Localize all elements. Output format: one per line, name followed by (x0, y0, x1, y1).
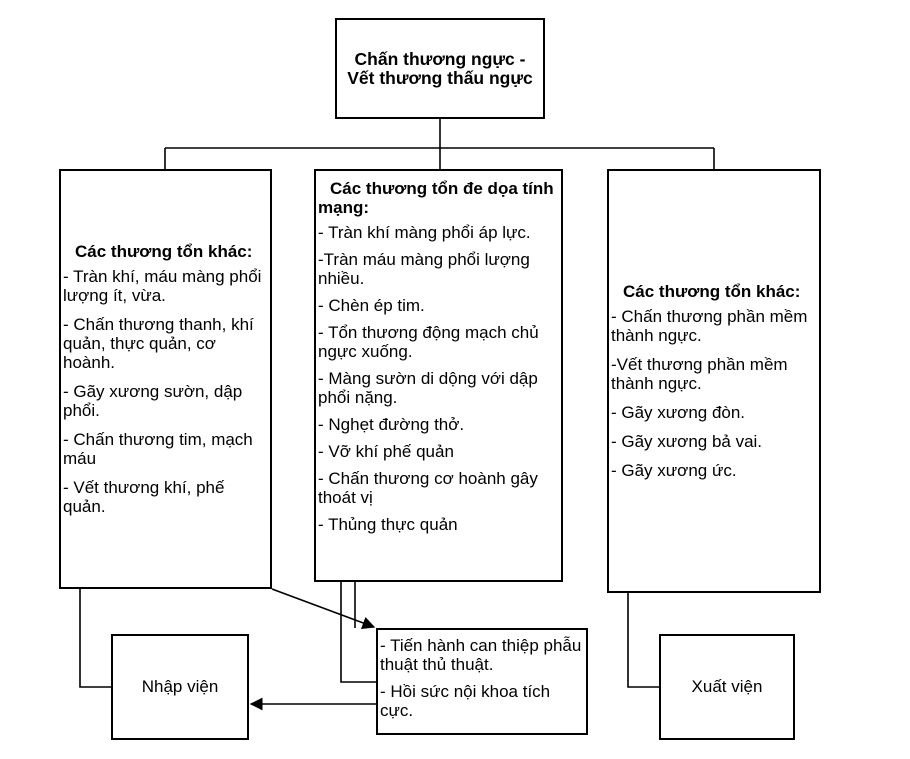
right-item: - Gãy xương bả vai. (611, 432, 763, 451)
left-item: - Gãy xương sườn, dập phổi. (63, 382, 243, 420)
treatment-item: - Tiến hành can thiệp phẫu thuật thủ thu… (380, 636, 582, 674)
center-item: -Tràn máu màng phổi lượng nhiều. (318, 250, 530, 288)
center-item: - Chèn ép tim. (318, 296, 425, 315)
treatment-item: - Hồi sức nội khoa tích cực. (380, 682, 551, 720)
center-item: - Tổn thương động mạch chủ ngực xuống. (318, 323, 539, 361)
center-item: - Tràn khí màng phổi áp lực. (318, 223, 531, 242)
other-injuries-right-box: Các thương tổn khác: - Chấn thương phần … (607, 169, 821, 593)
discharge-label: Xuất viện (691, 677, 763, 696)
center-item: - Màng sườn di dộng với dập phổi nặng. (318, 369, 538, 407)
left-heading: Các thương tổn khác: (75, 242, 253, 261)
left-item: - Vết thương khí, phế quản. (63, 478, 225, 516)
right-item: -Vết thương phần mềm thành ngực. (611, 355, 788, 393)
title-text: Chấn thương ngực - Vết thương thấu ngực (347, 48, 533, 88)
right-to-discharge (627, 593, 659, 688)
life-threatening-box: Các thương tổn đe dọa tính mạng: - Tràn … (314, 169, 563, 582)
discharge-box: Xuất viện (659, 634, 795, 740)
center-item: - Chấn thương cơ hoành gây thoát vị (318, 469, 538, 507)
left-to-treatment (271, 588, 376, 629)
left-item: - Tràn khí, máu màng phổi lượng ít, vừa. (63, 267, 262, 305)
left-to-admit (79, 589, 111, 688)
left-item: - Chấn thương tim, mạch máu (63, 430, 253, 468)
title-box: Chấn thương ngực - Vết thương thấu ngực (335, 18, 545, 119)
admission-label: Nhập viện (141, 677, 219, 696)
center-item: - Thủng thực quản (318, 515, 458, 534)
other-injuries-left-box: Các thương tổn khác: - Tràn khí, máu màn… (59, 169, 272, 589)
left-item: - Chấn thương thanh, khí quản, thực quản… (63, 315, 254, 372)
treatment-box: - Tiến hành can thiệp phẫu thuật thủ thu… (376, 628, 588, 735)
center-item: - Vỡ khí phế quản (318, 442, 454, 461)
admission-box: Nhập viện (111, 634, 249, 740)
center-heading: Các thương tổn đe dọa tính mạng: (318, 179, 554, 217)
right-item: - Gãy xương đòn. (611, 403, 746, 422)
center-item: - Nghẹt đường thở. (318, 415, 465, 434)
right-heading: Các thương tổn khác: (623, 282, 801, 301)
center-to-treatment (340, 582, 376, 683)
right-item: - Gãy xương ức. (611, 461, 737, 480)
right-item: - Chấn thương phần mềm thành ngực. (611, 307, 808, 345)
